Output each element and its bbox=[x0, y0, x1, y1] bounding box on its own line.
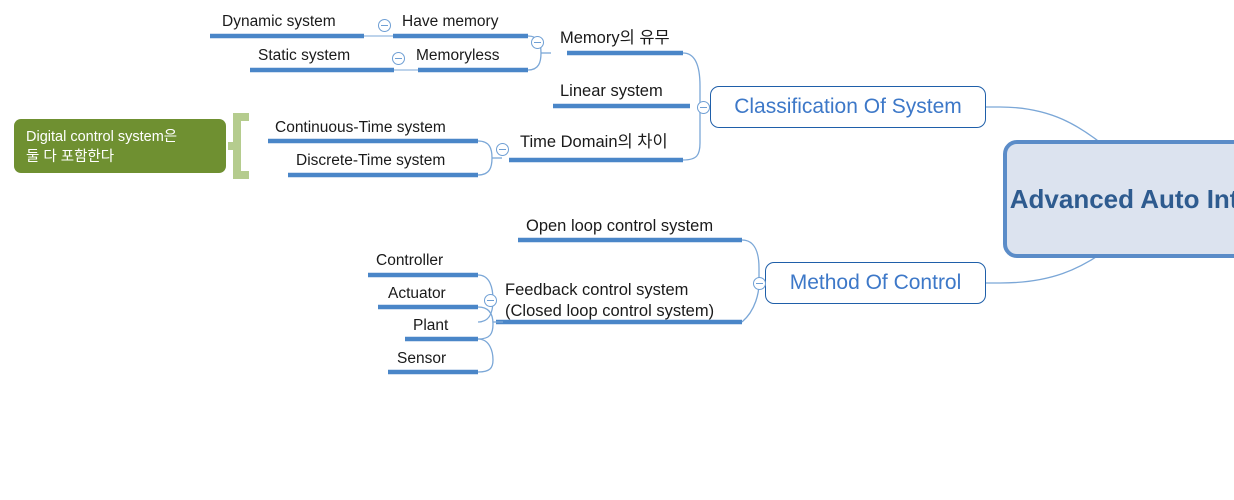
label-memoryless[interactable]: Memoryless bbox=[416, 47, 500, 64]
label-have-memory[interactable]: Have memory bbox=[402, 13, 499, 30]
collapse-icon-have-memory[interactable] bbox=[378, 19, 391, 32]
collapse-icon-feedback[interactable] bbox=[484, 294, 497, 307]
label-continuous-time[interactable]: Continuous-Time system bbox=[275, 119, 446, 136]
collapse-icon-memory-subtopic[interactable] bbox=[531, 36, 544, 49]
label-actuator[interactable]: Actuator bbox=[388, 285, 446, 302]
brace-feedback-children-bottom bbox=[477, 338, 494, 373]
label-linear-system[interactable]: Linear system bbox=[560, 82, 663, 100]
brace-feedback-children-lower bbox=[477, 306, 494, 340]
label-memory-subtopic[interactable]: Memory의 유무 bbox=[560, 29, 670, 47]
label-plant[interactable]: Plant bbox=[413, 317, 449, 334]
topic-method-of-control[interactable]: Method Of Control bbox=[765, 262, 986, 304]
label-discrete-time[interactable]: Discrete-Time system bbox=[296, 152, 446, 169]
brace-time-domain-children bbox=[477, 140, 493, 176]
label-static-system[interactable]: Static system bbox=[258, 47, 351, 64]
collapse-icon-method[interactable] bbox=[753, 277, 766, 290]
label-time-domain-subtopic[interactable]: Time Domain의 차이 bbox=[520, 133, 668, 151]
label-dynamic-system[interactable]: Dynamic system bbox=[222, 13, 336, 30]
collapse-icon-memoryless[interactable] bbox=[392, 52, 405, 65]
collapse-icon-time-domain-subtopic[interactable] bbox=[496, 143, 509, 156]
label-feedback-control-system[interactable]: Feedback control system (Closed loop con… bbox=[505, 281, 715, 320]
topic-classification-of-system[interactable]: Classification Of System bbox=[710, 86, 986, 128]
label-open-loop-control-system[interactable]: Open loop control system bbox=[526, 217, 714, 235]
label-sensor[interactable]: Sensor bbox=[397, 350, 447, 367]
digital-control-system-callout[interactable]: Digital control system은 둘 다 포함한다 bbox=[14, 119, 226, 173]
label-controller[interactable]: Controller bbox=[376, 252, 444, 269]
bracket-green-callout bbox=[233, 113, 249, 179]
central-topic-node[interactable]: Advanced Auto Introdu bbox=[1003, 140, 1234, 258]
collapse-icon-classification[interactable] bbox=[697, 101, 710, 114]
